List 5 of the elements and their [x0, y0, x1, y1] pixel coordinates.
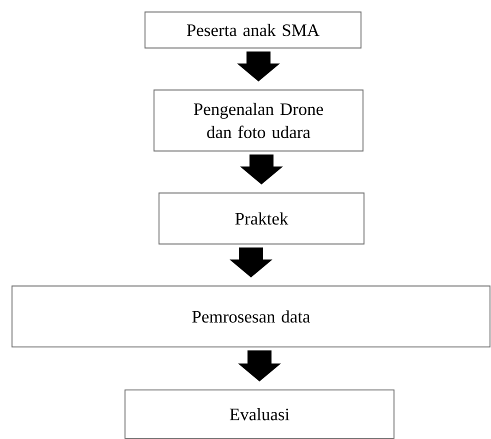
process-box: Pemrosesan data [12, 286, 490, 348]
process-box: Peserta anak SMA [144, 12, 362, 48]
process-box: Praktek [158, 192, 364, 244]
process-box: Evaluasi [124, 389, 394, 439]
process-box: Pengenalan Drone dan foto udara [154, 90, 364, 152]
